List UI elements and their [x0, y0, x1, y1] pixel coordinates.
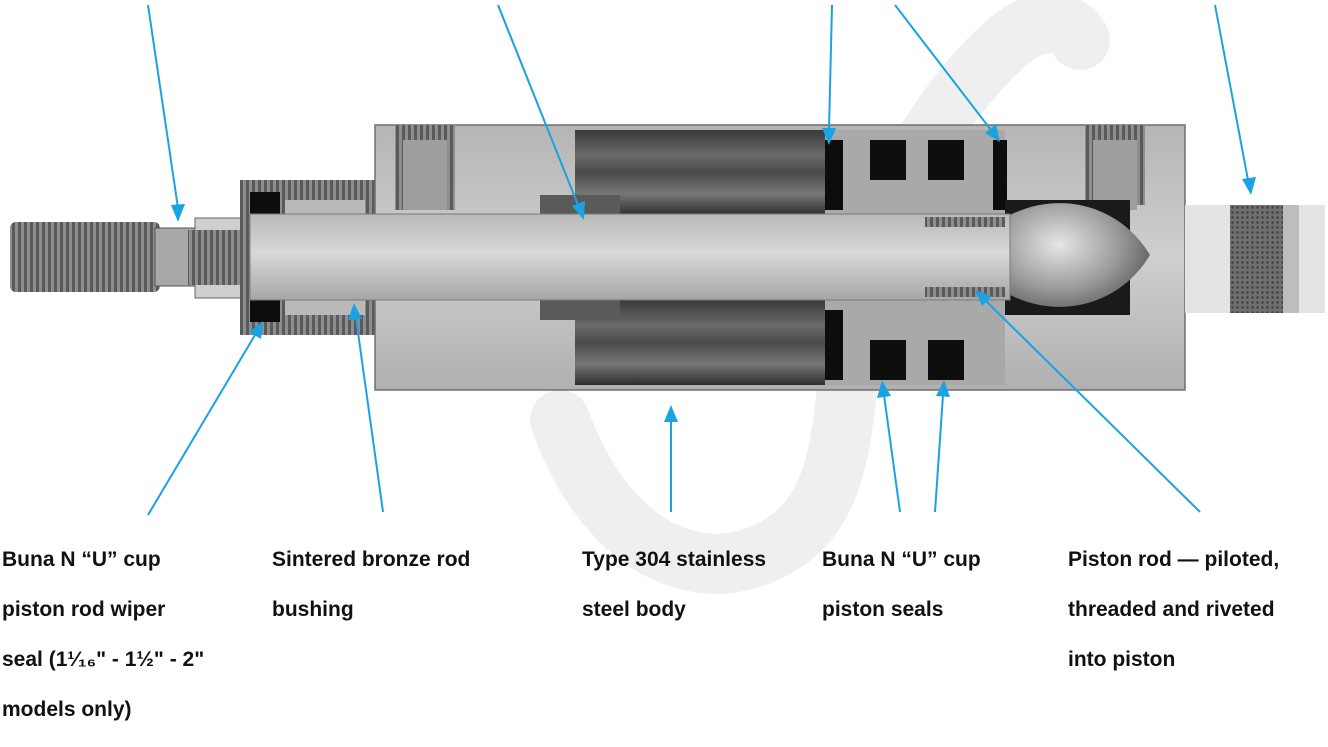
cylinder-cutaway-figure — [10, 0, 1325, 594]
callout-body: Type 304 stainless steel body — [582, 548, 767, 621]
arrow-top-3 — [828, 4, 833, 131]
arrow-piston-seal-2 — [934, 394, 944, 513]
callout-rod-bushing: Sintered bronze rod bushing — [272, 548, 471, 621]
arrow-piston-rod — [984, 299, 1201, 513]
arrow-top-2 — [497, 4, 579, 206]
cylinder-diagram: Buna N “U” cup piston rod wiper seal (1¹… — [2, 0, 1325, 721]
callout-piston-seals: Buna N “U” cup piston seals — [822, 548, 981, 621]
arrow-top-1 — [147, 4, 179, 209]
piston-rod — [249, 213, 1011, 301]
arrow-top-5 — [1214, 4, 1249, 181]
arrow-rod-bushing — [355, 317, 384, 513]
arrow-piston-seal-1 — [883, 394, 901, 513]
callout-arrows — [147, 4, 1256, 516]
arrow-top-4 — [894, 4, 992, 131]
callout-piston-rod: Piston rod — piloted, threaded and rivet… — [1068, 548, 1280, 671]
arrow-wiper-seal — [147, 334, 256, 516]
